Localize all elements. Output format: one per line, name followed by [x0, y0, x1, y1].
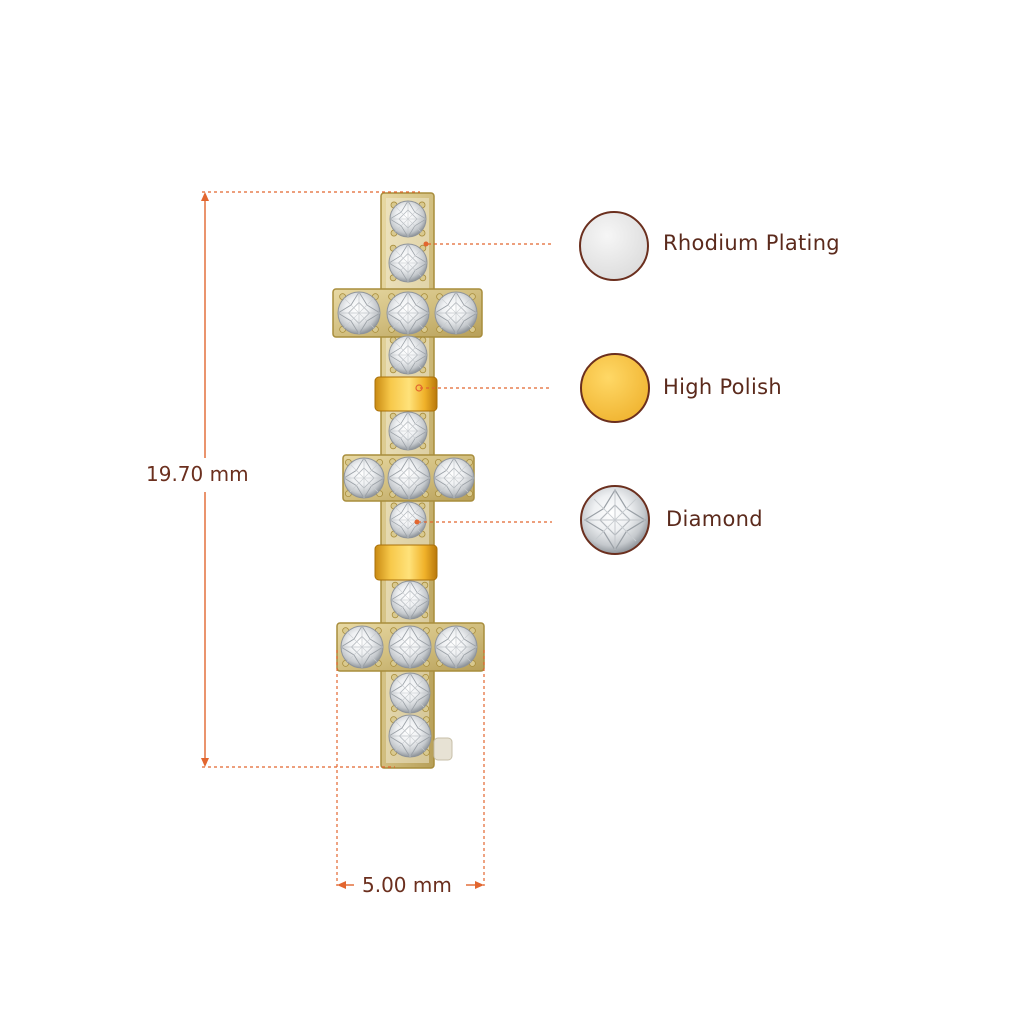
diamond-stone	[389, 200, 427, 238]
arrow-left-icon	[337, 881, 346, 889]
high-polish-swatch-icon	[580, 353, 650, 423]
earring-cross-stack-image	[332, 192, 485, 769]
diamond-stone	[388, 411, 428, 451]
diamond-stone	[388, 335, 428, 375]
high-polish-band-2	[374, 544, 438, 581]
rhodium-plating-swatch-icon	[579, 211, 649, 281]
diamond-stone	[340, 625, 384, 669]
diamond-stone	[433, 457, 475, 499]
diamond-stone	[337, 291, 381, 335]
diamond-stone	[390, 580, 430, 620]
diamond-stone	[386, 291, 430, 335]
high-polish-label: High Polish	[663, 375, 782, 399]
rhodium-plating-label: Rhodium Plating	[663, 231, 840, 255]
high-polish-band-1	[374, 376, 438, 412]
diamond-label: Diamond	[666, 507, 763, 531]
material-swatches	[579, 211, 650, 555]
diamond-stone	[343, 457, 385, 499]
diamond-stone	[388, 625, 432, 669]
dimension-lines	[201, 191, 552, 889]
diamond-stone	[388, 243, 428, 283]
arrow-down-icon	[201, 758, 209, 767]
diamond-stone	[389, 501, 427, 539]
diamond-stones	[337, 200, 478, 758]
diamond-stone	[389, 672, 431, 714]
height-dimension-label: 19.70 mm	[146, 462, 249, 486]
arrow-right-icon	[475, 881, 484, 889]
diamond-stone	[388, 714, 432, 758]
arrow-up-icon	[201, 192, 209, 201]
diamond-stone	[434, 291, 478, 335]
diamond-stone	[387, 456, 431, 500]
width-dimension-label: 5.00 mm	[362, 873, 452, 897]
diamond-stone	[434, 625, 478, 669]
diamond-swatch-icon	[580, 485, 650, 555]
